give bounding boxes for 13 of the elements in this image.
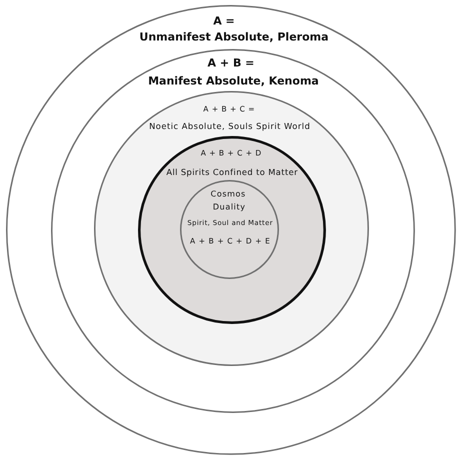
nested-circle xyxy=(138,136,326,324)
region-label: Manifest Absolute, Kenoma xyxy=(148,75,319,88)
region-label: Duality xyxy=(212,202,246,212)
formula-label: A + B = xyxy=(208,58,254,70)
nested-circle xyxy=(6,5,456,455)
formula-label: A = xyxy=(213,16,235,28)
nested-circle xyxy=(50,49,414,413)
nested-circle xyxy=(180,180,279,279)
region-label: Cosmos xyxy=(210,189,246,199)
region-label: All Spirits Confined to Matter xyxy=(166,168,298,178)
nested-circle xyxy=(94,91,369,366)
region-label: Unmanifest Absolute, Pleroma xyxy=(139,31,329,44)
region-label: Noetic Absolute, Souls Spirit World xyxy=(149,122,310,132)
